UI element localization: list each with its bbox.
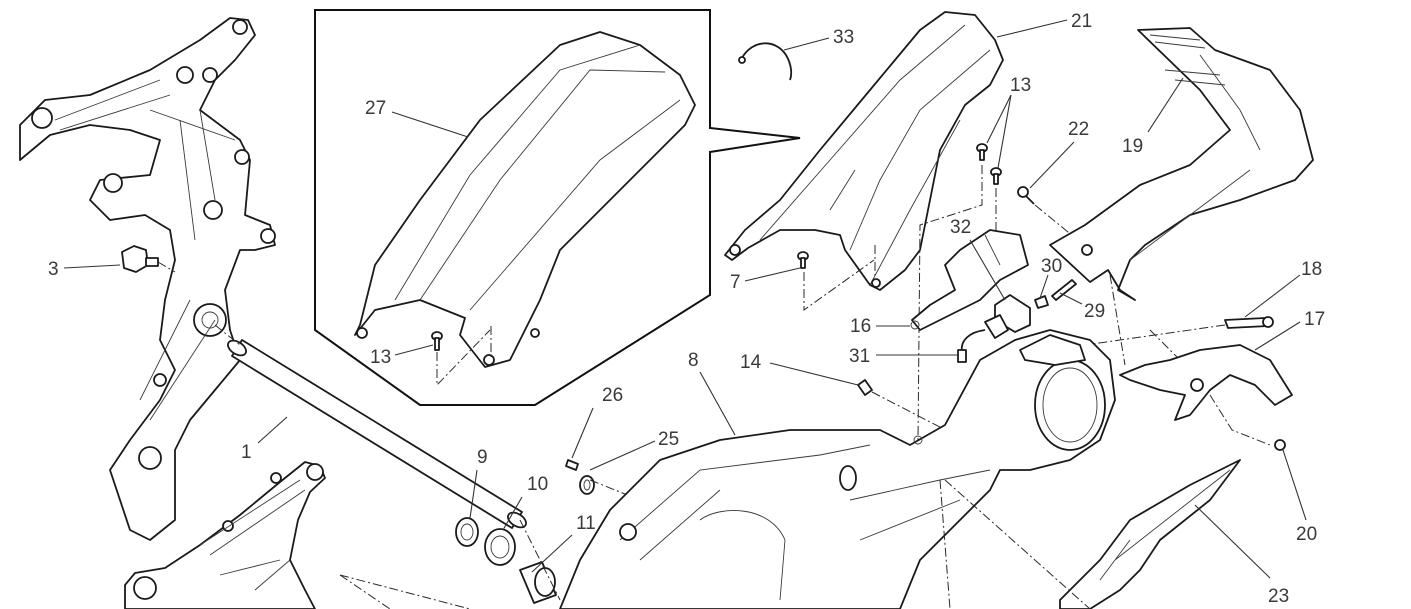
bolt-18 — [1224, 316, 1274, 329]
callout-label: 30 — [1041, 256, 1062, 277]
callout-label: 26 — [602, 385, 623, 406]
rear-mudguard-alt — [354, 31, 696, 368]
screw-13a — [976, 143, 988, 161]
callout-label: 13 — [1010, 75, 1031, 96]
swingarm — [559, 329, 1116, 609]
callout-label: 19 — [1122, 136, 1143, 157]
callout-label: 32 — [950, 217, 971, 238]
callout-30: 30 — [1039, 256, 1062, 299]
callout-label: 21 — [1071, 11, 1092, 32]
callout-label: 7 — [730, 272, 741, 293]
callout-20: 20 — [1282, 449, 1317, 545]
inset-variant-box — [314, 9, 801, 406]
grease-nipple-14 — [857, 379, 873, 396]
chain-guard — [1119, 344, 1293, 421]
callout-31: 31 — [849, 346, 958, 367]
callout-25: 25 — [589, 429, 679, 471]
callout-label: 25 — [658, 429, 679, 450]
frame-bracket-lower — [124, 461, 326, 609]
callout-14: 14 — [740, 352, 859, 386]
callout-16: 16 — [850, 316, 910, 337]
screw-26 — [565, 459, 579, 471]
callout-19: 19 — [1122, 77, 1184, 157]
screw-22 — [1017, 186, 1035, 205]
sensor-31 — [957, 314, 1009, 363]
callout-label: 18 — [1301, 259, 1322, 280]
callout-9: 9 — [469, 447, 488, 519]
callout-7: 7 — [730, 267, 801, 293]
callout-10: 10 — [502, 474, 548, 531]
callout-label: 23 — [1268, 586, 1289, 607]
callout-21: 21 — [996, 11, 1092, 38]
callout-22: 22 — [1029, 119, 1089, 189]
chain-slider — [1049, 27, 1314, 301]
callout-label: 27 — [365, 98, 386, 119]
frame-bracket-upper — [19, 17, 276, 541]
callout-label: 8 — [688, 350, 699, 371]
callout-label: 29 — [1084, 301, 1105, 322]
swingarm-cover — [1059, 459, 1241, 609]
callout-32: 32 — [950, 217, 1006, 301]
spacer — [519, 561, 557, 604]
screw-13b — [990, 167, 1002, 185]
callout-29: 29 — [1059, 292, 1105, 322]
callout-3: 3 — [48, 259, 121, 280]
bracket-16 — [910, 229, 1029, 331]
callout-label: 10 — [527, 474, 548, 495]
callout-label: 13 — [370, 347, 391, 368]
screw-20 — [1274, 439, 1286, 451]
screw-13-inset — [431, 331, 443, 351]
callout-label: 3 — [48, 259, 59, 280]
callout-label: 14 — [740, 352, 762, 373]
callout-13-inset: 13 — [370, 344, 434, 368]
bolt-29 — [1051, 279, 1077, 301]
callout-label: 1 — [241, 442, 252, 463]
rear-mudguard — [724, 11, 1004, 291]
callout-1: 1 — [241, 416, 288, 463]
callout-label: 9 — [477, 447, 488, 468]
callout-label: 31 — [849, 346, 870, 367]
callout-33: 33 — [783, 27, 854, 51]
callout-13-main: 13 — [986, 75, 1031, 169]
callout-label: 20 — [1296, 524, 1317, 545]
callout-23: 23 — [1194, 504, 1289, 607]
spacer-30 — [1034, 295, 1049, 309]
callout-26: 26 — [571, 385, 623, 459]
callout-label: 11 — [576, 513, 596, 534]
callout-label: 33 — [833, 27, 854, 48]
callout-label: 16 — [850, 316, 871, 337]
screw-7 — [797, 251, 809, 269]
callout-17: 17 — [1254, 309, 1325, 351]
callout-27: 27 — [365, 98, 469, 138]
callout-18: 18 — [1244, 259, 1322, 318]
bushing — [455, 517, 479, 547]
pivot-nut — [121, 245, 176, 273]
bearing — [484, 528, 516, 566]
callout-8: 8 — [688, 350, 736, 436]
callout-11: 11 — [531, 513, 596, 573]
callout-label: 22 — [1068, 119, 1089, 140]
callout-label: 17 — [1304, 309, 1325, 330]
cable-tie — [738, 42, 793, 81]
cable-clamp-25 — [579, 475, 595, 495]
